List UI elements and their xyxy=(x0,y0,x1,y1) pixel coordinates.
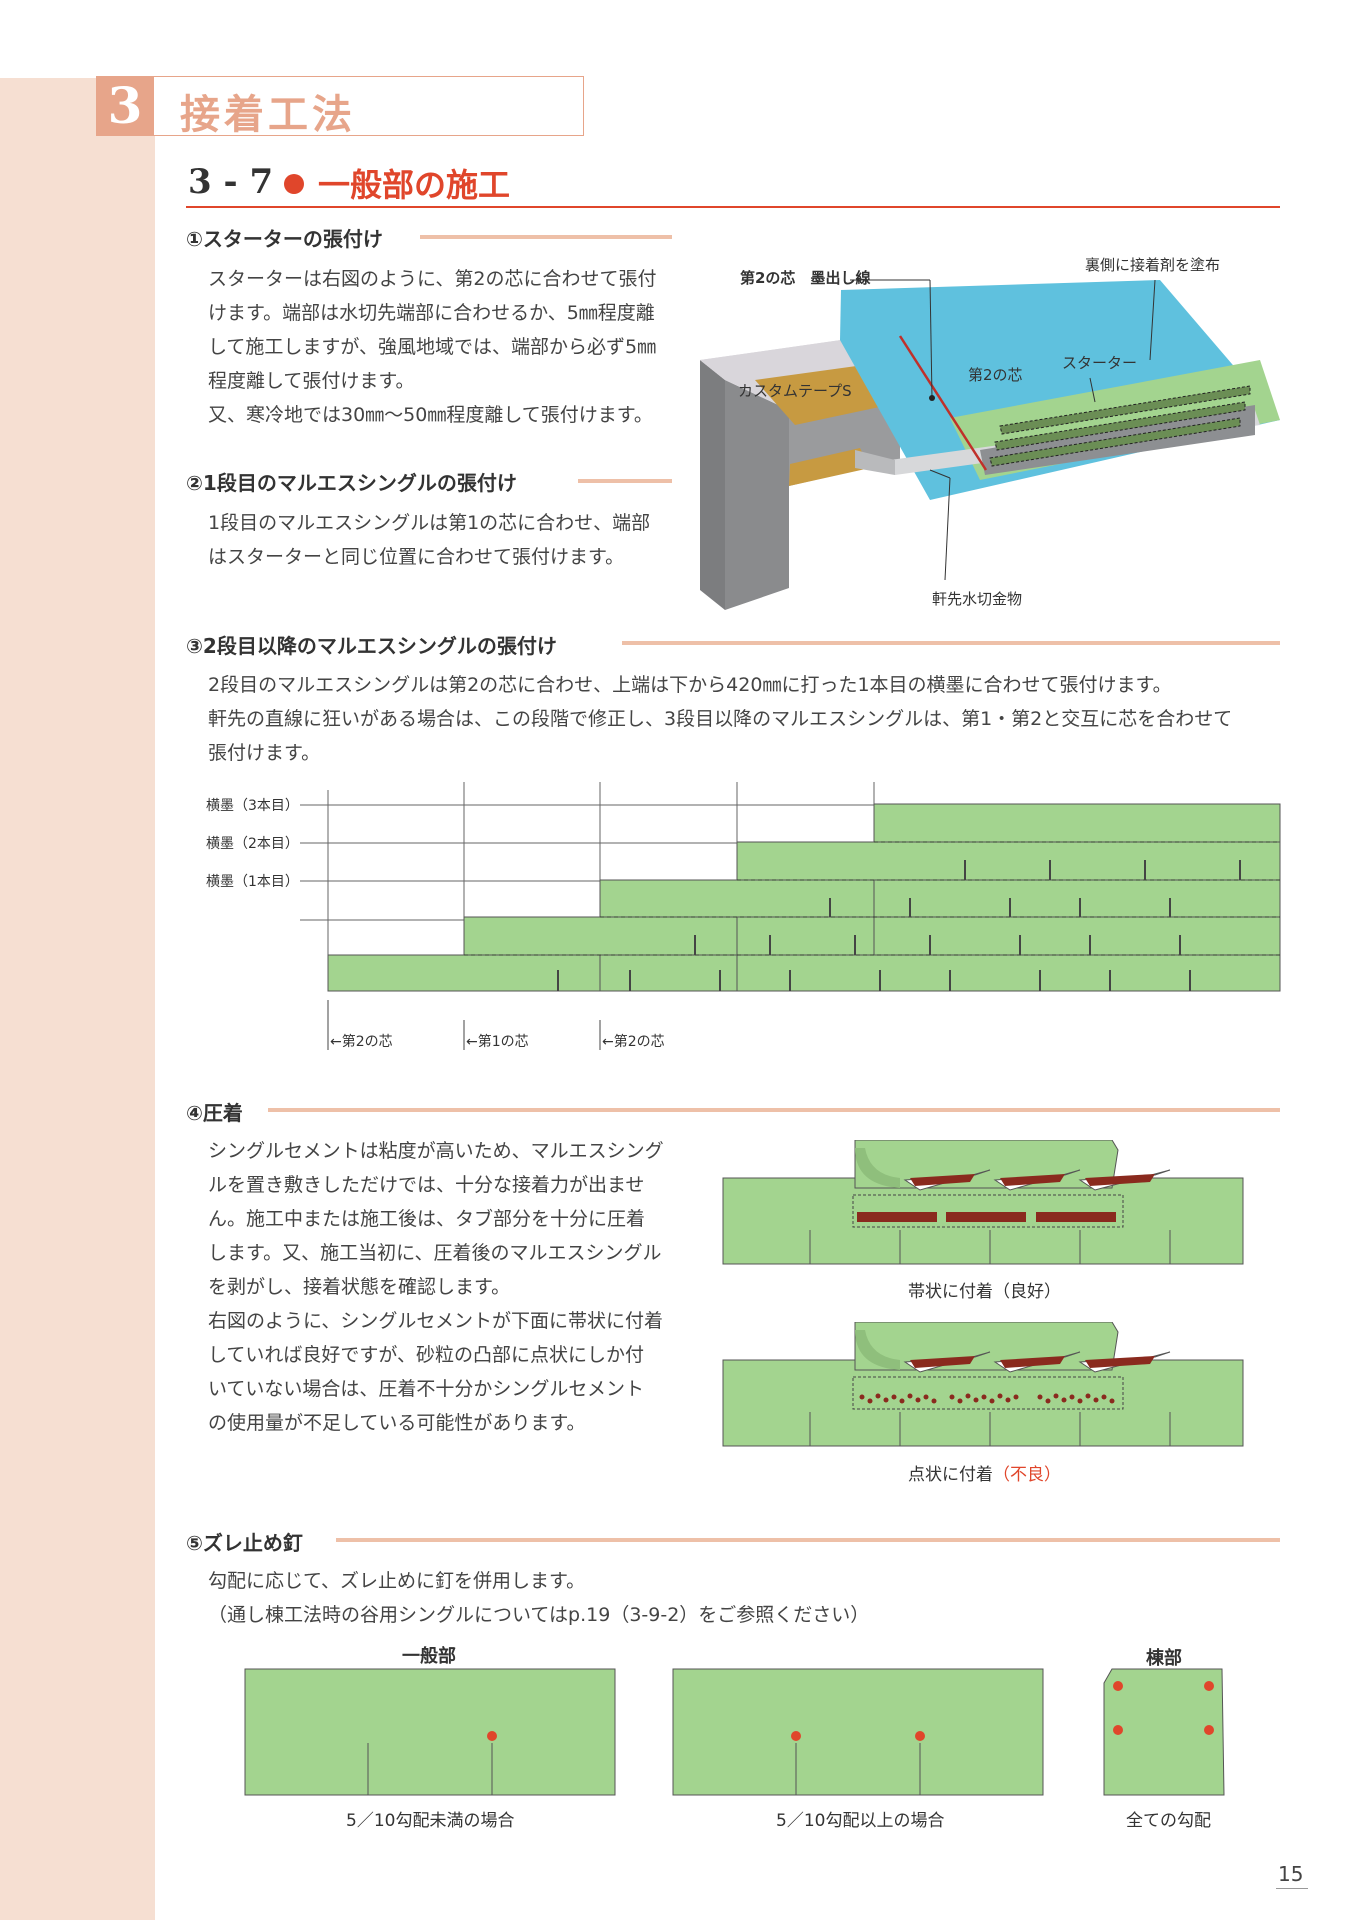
label-general: 一般部 xyxy=(402,1646,456,1667)
label-marking: 第2の芯 墨出し線 xyxy=(740,269,870,287)
first-course-body: 1段目のマルエスシングルは第1の芯に合わせ、端部 はスターターと同じ位置に合わせ… xyxy=(208,512,651,568)
caption-low-slope: 5／10勾配未満の場合 xyxy=(346,1811,515,1831)
label-ridge: 棟部 xyxy=(1146,1648,1182,1669)
pressing-body: シングルセメントは粘度が高いため、マルエスシング ルを置き敷きしただけでは、十分… xyxy=(208,1140,664,1434)
page-number: 15 xyxy=(1278,1862,1304,1886)
chapter-title: 接着工法 xyxy=(180,92,356,138)
core-label: ←第2の芯 xyxy=(330,1033,393,1050)
nail-diagram-low-slope xyxy=(244,1668,616,1796)
coursing-diagram: 横墨（3本目） 横墨（2本目） 横墨（1本目） ←第2の芯 ←第1の芯 ←第2の… xyxy=(206,782,1281,1050)
line-label-2: 横墨（2本目） xyxy=(206,836,299,852)
starter-body: スターターは右図のように、第2の芯に合わせて張付 けます。端部は水切先端部に合わ… xyxy=(208,268,657,426)
line-label-3: 横墨（3本目） xyxy=(206,798,299,814)
chapter-header-box xyxy=(96,76,584,136)
good-adhesion-diagram xyxy=(722,1140,1244,1265)
heading-rule xyxy=(268,1108,1280,1112)
caption-poor-text: 点状に付着 xyxy=(908,1465,993,1485)
caption-poor: 点状に付着（不良） xyxy=(908,1460,1061,1485)
section-number: 3 - 7 xyxy=(188,162,274,202)
page-number-rule xyxy=(1276,1888,1308,1889)
section-bullet xyxy=(284,174,304,194)
heading-rule xyxy=(336,1538,1280,1542)
label-tape: カスタムテープS xyxy=(738,382,852,400)
chapter-number: 3 xyxy=(96,76,154,136)
core-label: ←第2の芯 xyxy=(602,1033,665,1050)
line-label-1: 横墨（1本目） xyxy=(206,874,299,890)
heading-starter: ①スターターの張付け xyxy=(186,227,383,251)
core-label: ←第1の芯 xyxy=(466,1033,529,1050)
heading-first-course: ②1段目のマルエスシングルの張付け xyxy=(186,471,517,495)
heading-rule xyxy=(420,235,672,239)
section-title: 一般部の施工 xyxy=(318,166,511,204)
heading-rule xyxy=(622,641,1280,645)
caption-poor-flag: （不良） xyxy=(993,1465,1061,1485)
label-core2: 第2の芯 xyxy=(968,366,1023,384)
nail-diagram-high-slope xyxy=(672,1668,1044,1796)
caption-high-slope: 5／10勾配以上の場合 xyxy=(776,1811,945,1831)
sidebar-band xyxy=(0,78,155,1920)
heading-later-courses: ③2段目以降のマルエスシングルの張付け xyxy=(186,634,557,658)
nails-body: 勾配に応じて、ズレ止めに釘を併用します。 （通し棟工法時の谷用シングルについては… xyxy=(208,1570,870,1626)
label-starter: スターター xyxy=(1062,354,1137,372)
poor-adhesion-diagram xyxy=(722,1322,1244,1447)
nail-diagram-ridge xyxy=(1103,1668,1225,1796)
starter-diagram: 第2の芯 墨出し線 裏側に接着剤を塗布 カスタムテープS 第2の芯 スターター … xyxy=(700,256,1280,610)
label-flashing: 軒先水切金物 xyxy=(932,590,1022,608)
heading-nails: ⑤ズレ止め釘 xyxy=(186,1531,303,1555)
caption-good: 帯状に付着（良好） xyxy=(908,1282,1061,1302)
heading-rule xyxy=(578,479,672,483)
later-courses-body: 2段目のマルエスシングルは第2の芯に合わせ、上端は下から420㎜に打った1本目の… xyxy=(208,674,1233,764)
caption-all-slopes: 全ての勾配 xyxy=(1126,1811,1211,1831)
label-adhesive: 裏側に接着剤を塗布 xyxy=(1085,256,1220,274)
section-rule xyxy=(186,206,1280,208)
heading-pressing: ④圧着 xyxy=(186,1101,243,1125)
